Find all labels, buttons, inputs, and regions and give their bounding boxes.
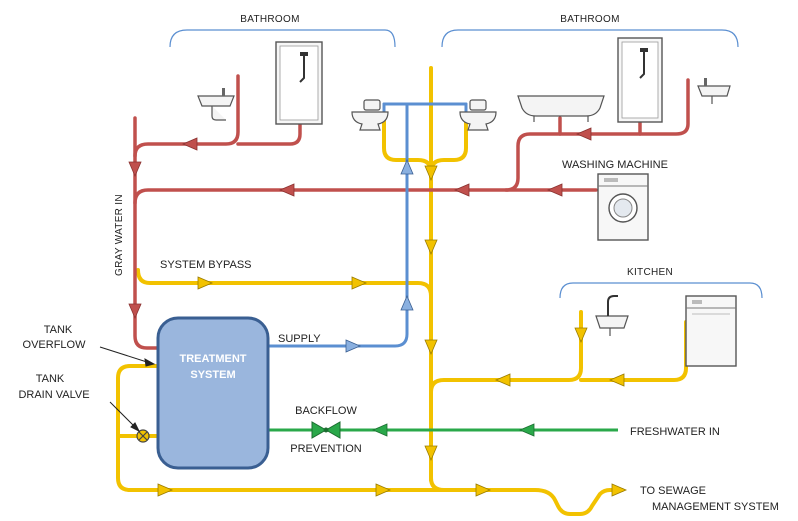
bathroom-right-label: BATHROOM <box>560 14 619 25</box>
treatment-label-2: SYSTEM <box>190 369 235 381</box>
treatment-label-1: TREATMENT <box>179 353 246 365</box>
shower-left-drain <box>236 122 302 146</box>
right-bath-line <box>504 78 690 192</box>
treatment-tank: TREATMENT SYSTEM <box>156 316 270 470</box>
bathtub-icon <box>517 95 605 122</box>
arrow-yellow <box>424 239 438 256</box>
tank-overflow-pipe <box>116 364 624 516</box>
tank-overflow-label-2: OVERFLOW <box>23 339 87 351</box>
gray-water-in-label: GRAY WATER IN <box>114 194 125 276</box>
yellow-pipes <box>116 66 688 516</box>
sink-icon <box>595 295 629 336</box>
backflow-valve-icon[interactable] <box>311 421 341 439</box>
supply-label: SUPPLY <box>278 333 321 345</box>
freshwater-in-label: FRESHWATER IN <box>630 426 720 438</box>
arrow-red <box>278 183 295 197</box>
arrow-yellow <box>608 373 625 387</box>
main-stack-join <box>429 476 446 492</box>
supply-line <box>266 102 409 348</box>
kitchen-sink-drain <box>429 310 583 394</box>
arrow-yellow <box>351 276 368 290</box>
tank-drain-label-1: TANK <box>36 373 65 385</box>
arrow-yellow <box>611 483 628 497</box>
toilet-icon <box>459 99 497 131</box>
supply-pipes <box>266 102 468 348</box>
arrow-blue <box>400 294 414 311</box>
sink-icon <box>197 88 235 121</box>
arrow-yellow <box>475 483 492 497</box>
arrow-yellow <box>424 445 438 462</box>
arrow-yellow <box>574 327 588 344</box>
gray-water-collector <box>133 116 160 350</box>
arrow-red <box>453 183 470 197</box>
kitchen-label: KITCHEN <box>627 267 673 278</box>
backflow-label-1: BACKFLOW <box>295 405 357 417</box>
arrow-red <box>128 303 142 320</box>
arrow-yellow <box>157 483 174 497</box>
arrow-blue <box>345 339 362 353</box>
arrow-green <box>518 423 535 437</box>
toilet-drain-right <box>429 118 468 174</box>
bracket-kitchen <box>559 282 763 299</box>
room-brackets <box>169 29 763 299</box>
arrow-red <box>546 183 563 197</box>
bathroom-left-label: BATHROOM <box>240 14 299 25</box>
arrow-yellow <box>197 276 214 290</box>
toilet-drain-left <box>382 118 433 174</box>
tank-overflow-label-1: TANK <box>44 324 73 336</box>
bracket-bathroom-left <box>169 29 396 48</box>
treatment-tank-body <box>156 316 270 470</box>
toilet-icon <box>351 99 389 131</box>
washing-machine-icon <box>597 173 649 241</box>
arrow-yellow <box>424 339 438 356</box>
sink-icon <box>697 78 731 104</box>
dishwasher-icon <box>685 295 737 367</box>
system-bypass-pipe <box>136 268 433 298</box>
to-sewage-label-1: TO SEWAGE <box>640 485 706 497</box>
tank-drain-label-2: DRAIN VALVE <box>18 389 89 401</box>
text-labels: BATHROOM BATHROOM WASHING MACHINE GRAY W… <box>18 14 779 513</box>
drain-valve-icon[interactable] <box>136 429 150 443</box>
arrow-yellow <box>375 483 392 497</box>
bracket-bathroom-right <box>441 29 739 48</box>
dishwasher-drain <box>579 320 688 382</box>
arrow-green <box>371 423 388 437</box>
arrow-red <box>181 137 198 151</box>
washing-machine-line <box>133 188 598 205</box>
arrow-blue <box>400 158 414 175</box>
to-sewage-label-2: MANAGEMENT SYSTEM <box>652 501 779 513</box>
system-bypass-label: SYSTEM BYPASS <box>160 259 252 271</box>
annotation-pointers <box>99 346 156 433</box>
washing-machine-label: WASHING MACHINE <box>562 159 668 171</box>
backflow-label-2: PREVENTION <box>290 443 362 455</box>
left-bath-line <box>133 74 240 158</box>
arrow-yellow <box>494 373 511 387</box>
gray-water-pipes <box>133 74 690 350</box>
shower-icon <box>617 37 663 123</box>
shower-icon <box>275 41 323 125</box>
arrow-red <box>128 161 142 178</box>
flow-arrows <box>128 127 628 497</box>
arrow-yellow <box>424 165 438 182</box>
arrow-red <box>575 127 592 141</box>
